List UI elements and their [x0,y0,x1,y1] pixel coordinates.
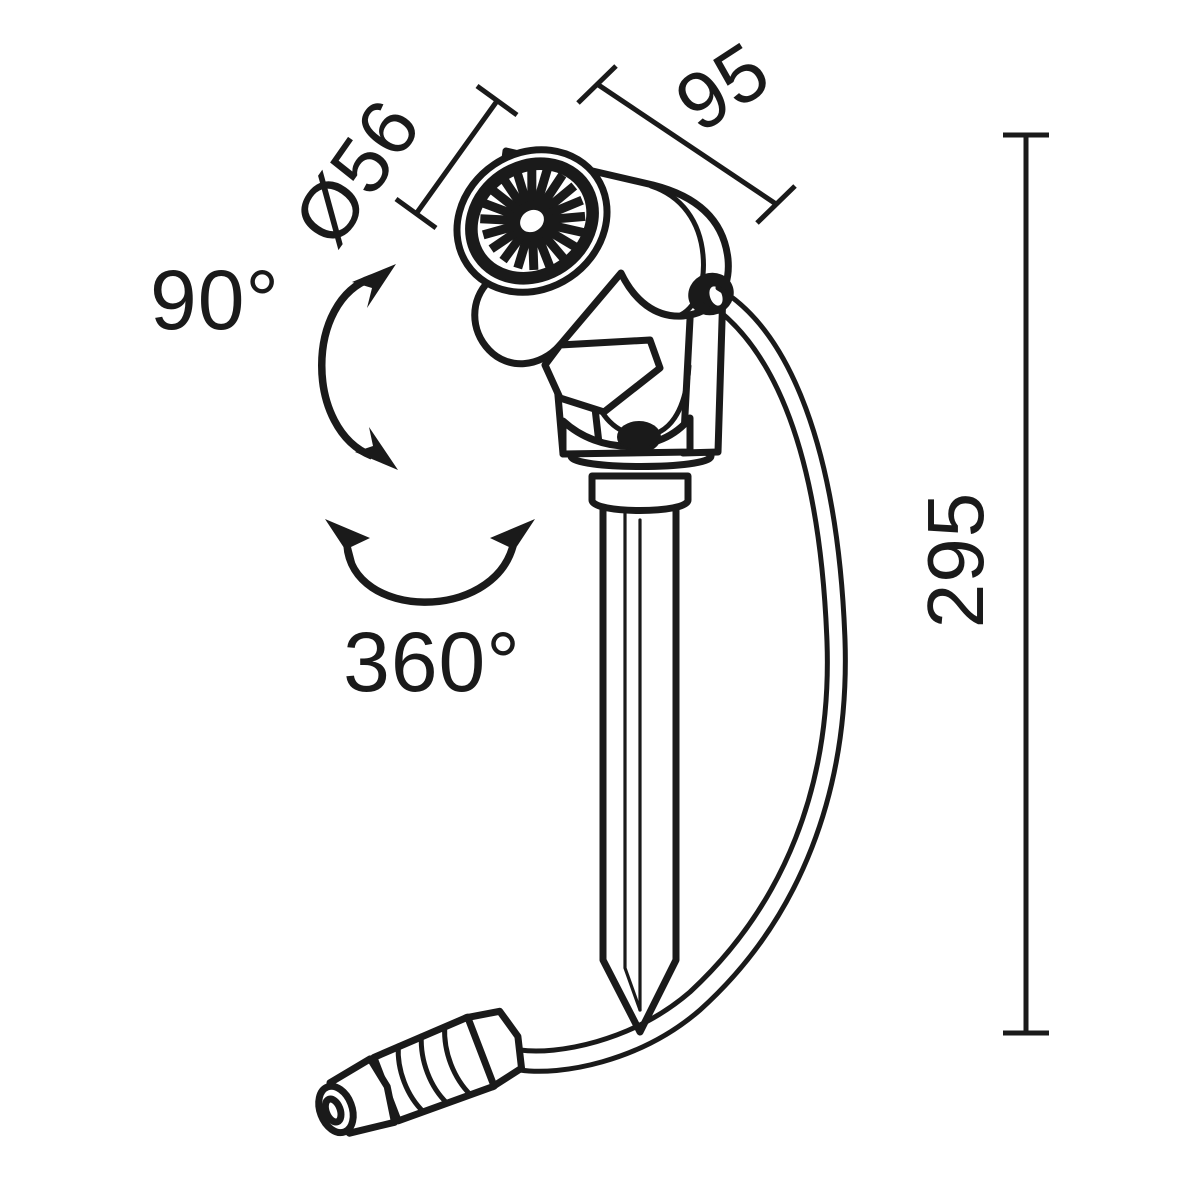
cable-inner-edge [517,297,830,1054]
dimension-height: 295 [911,132,1049,1036]
length-label: 95 [660,25,785,149]
tilt-arrow-head-top [352,264,396,308]
lens-inner-ring [465,157,599,285]
pivot-bolt [688,272,734,316]
grille-outer-band [467,160,597,282]
tilt-arc [318,274,374,460]
diameter-tick-top [475,83,519,118]
rotation-arc [343,544,517,606]
thumb-screw [617,421,661,453]
rotation-arrow-head-right [490,519,535,566]
rotation-label: 360° [343,615,521,709]
length-tick-right [755,184,797,225]
power-cable [517,285,848,1074]
waterproof-connector [315,1007,526,1137]
ground-spike [599,496,680,1036]
length-dimension-line [595,81,778,207]
length-tick-left [576,64,618,105]
lens-grille [453,146,611,296]
collar-cylinder [588,472,692,514]
tilt-label: 90° [150,253,280,347]
thumb-screw-knurl [620,441,659,450]
diameter-label: Ø56 [276,84,437,261]
connector-knurl-ribs [395,1024,474,1115]
connector-pin [321,1095,345,1126]
tilt-arrow-head-bottom [355,427,398,470]
head-neck [541,336,664,416]
diameter-tick-bottom [394,196,438,231]
spike-edge-line-left [623,503,642,1012]
grille-spokes [480,165,586,271]
base-collar [567,442,715,514]
rotation-arrow-head-left [325,519,370,566]
height-label: 295 [911,492,1000,628]
cable-outer-edge [517,285,848,1074]
lens-center-hole [511,200,553,242]
tilt-indicator: 90° [150,253,398,470]
rotation-indicator: 360° [325,519,535,709]
diameter-dimension-line [413,99,500,216]
